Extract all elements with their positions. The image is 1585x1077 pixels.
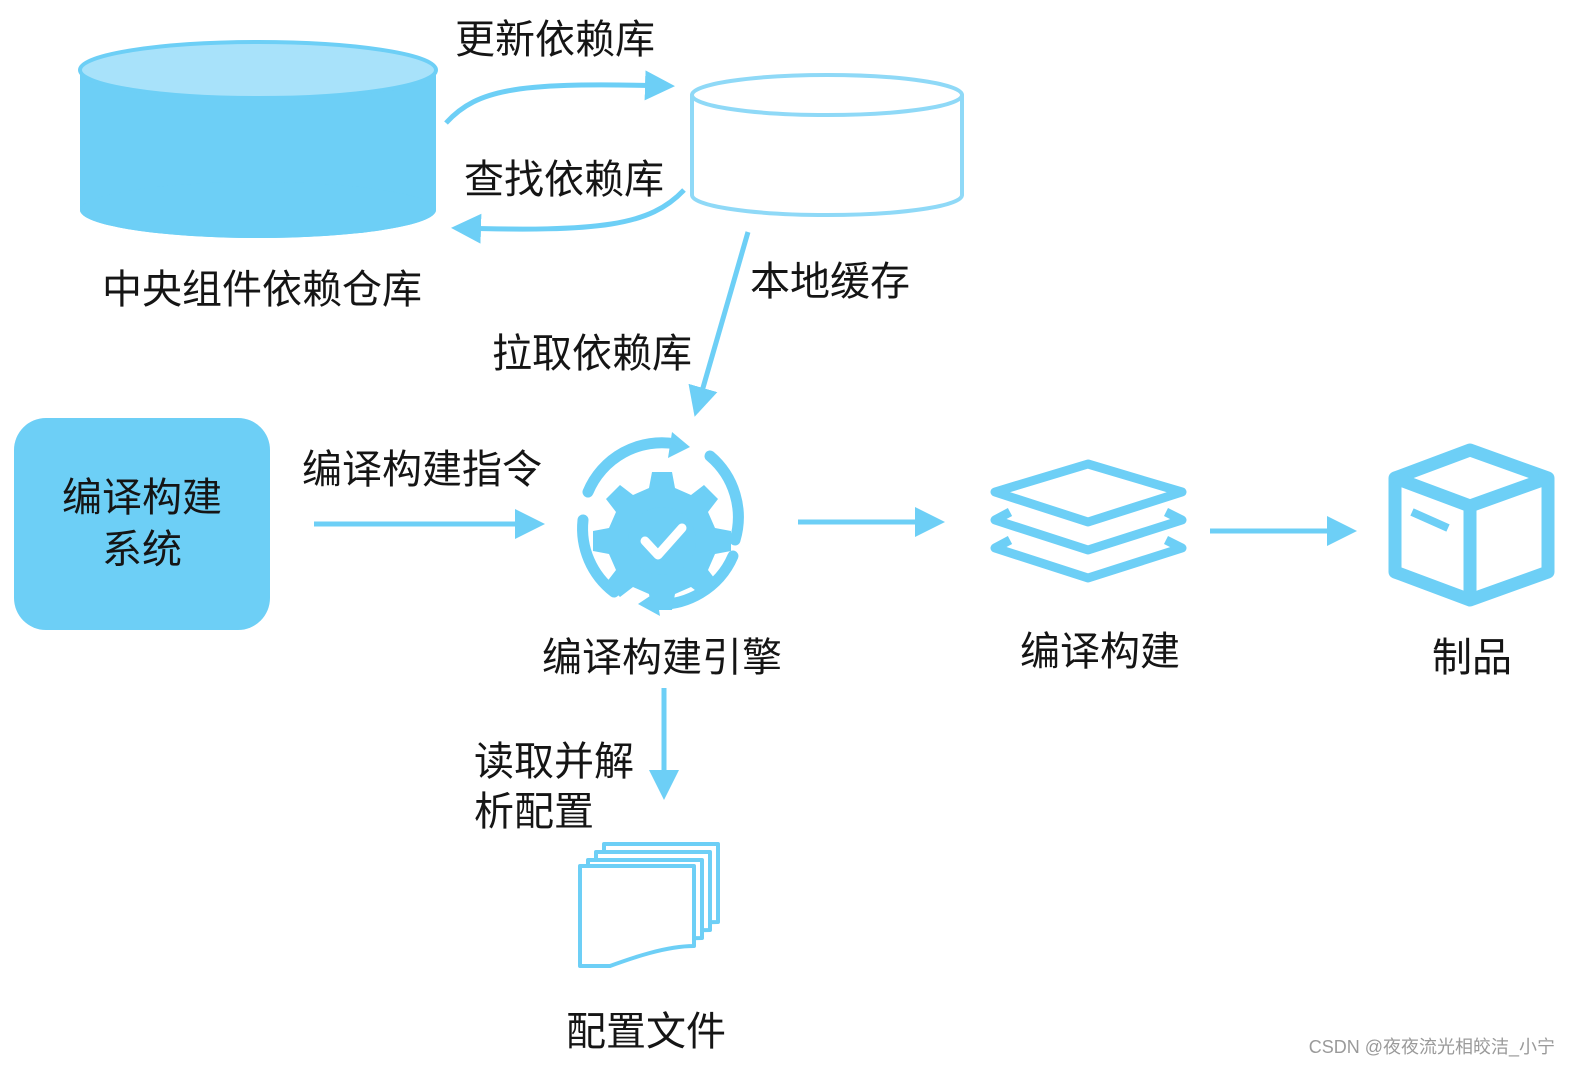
find-deps-label: 查找依赖库	[464, 157, 664, 203]
build-engine-label: 编译构建引擎	[542, 635, 782, 681]
read-config-label-line2: 析配置	[474, 789, 594, 835]
build-label: 编译构建	[1020, 629, 1180, 675]
documents-stack-icon	[578, 842, 720, 968]
find-deps-arrow	[451, 188, 686, 244]
build-command-label: 编译构建指令	[302, 447, 542, 493]
update-deps-arrow	[444, 70, 675, 125]
pull-deps-label: 拉取依赖库	[492, 331, 692, 377]
layers-icon	[990, 459, 1187, 583]
build-system-label: 编译构建系统	[62, 475, 222, 573]
gear-sync-check-icon	[577, 432, 744, 616]
database-cylinder-outline-icon	[690, 73, 964, 217]
read-config-label-line1: 读取并解	[474, 739, 634, 785]
pull-deps-arrow	[688, 231, 751, 417]
artifact-label: 制品	[1432, 635, 1512, 681]
build-system-box	[14, 418, 270, 630]
update-deps-label: 更新依赖库	[455, 17, 655, 63]
local-cache-label: 本地缓存	[750, 259, 910, 305]
watermark: CSDN @夜夜流光相皎洁_小宁	[1308, 1037, 1555, 1057]
config-files-label: 配置文件	[566, 1009, 726, 1055]
database-cylinder-filled-icon	[78, 40, 438, 238]
central-repo-label: 中央组件依赖仓库	[102, 267, 422, 313]
box-icon	[1388, 443, 1555, 607]
